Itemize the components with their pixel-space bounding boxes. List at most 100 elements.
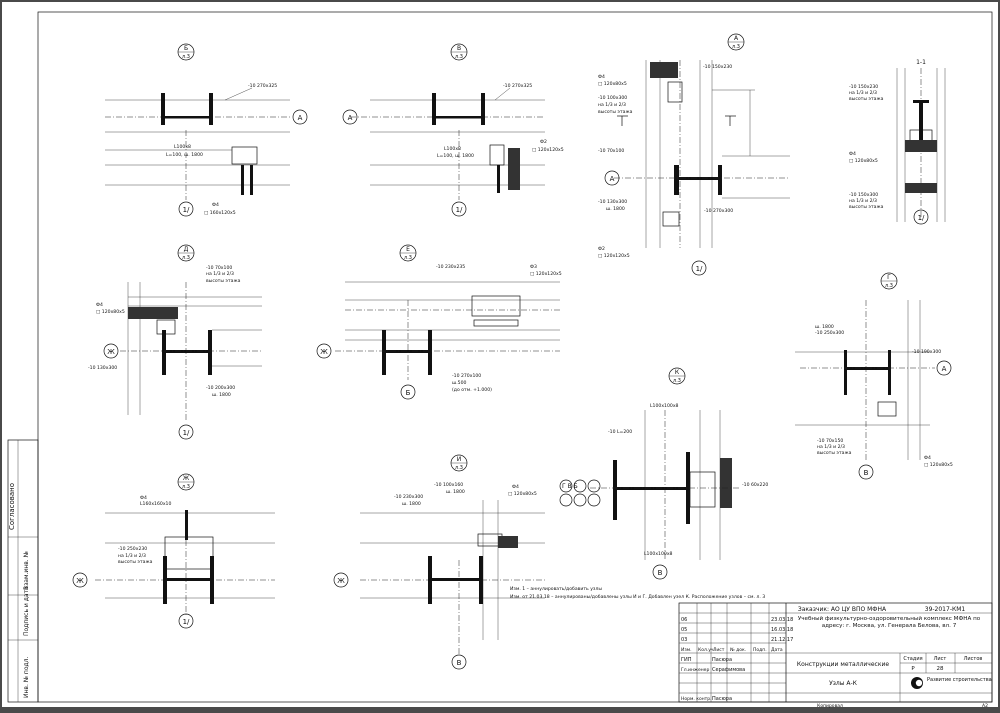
node-v-axis-bottom: 1/ xyxy=(456,206,463,214)
node-d-sheet: л.3 xyxy=(182,255,190,261)
node-e-label-5: (до отм. +1.000) xyxy=(452,387,492,393)
section-1-1-label-6: на 1/3 и 2/3 xyxy=(849,198,877,204)
node-b-label-1: L100х8 xyxy=(174,144,191,150)
node-g-label-3: -10 70х150 xyxy=(817,438,843,444)
node-a-label-0: Ф4 xyxy=(598,74,605,80)
node-b-label-4: □ 160х120х5 xyxy=(204,210,236,216)
company-logo-icon xyxy=(911,677,923,689)
node-k-label-0: L100х100х8 xyxy=(650,403,679,409)
node-k-letter: К xyxy=(675,369,680,376)
node-zh-axis-bottom: 1/ xyxy=(183,618,190,626)
tb-sheet-title: Узлы А-К xyxy=(829,680,858,687)
node-v-label-2: L=100, ш. 1800 xyxy=(437,153,474,159)
tb-col-4: Подп. xyxy=(753,647,767,653)
node-a-axis-left: А xyxy=(610,175,615,183)
side-stamp: Согласовано Взам.инв. № Подпись и дата И… xyxy=(7,439,39,703)
node-a-label-11: □ 120х120х5 xyxy=(598,253,630,259)
node-k: К л.3 Г В Б В L100х100х8 -10 L=200 -10 6… xyxy=(559,367,768,580)
node-b-label-2: L=100, ш. 1800 xyxy=(166,152,203,158)
node-k-label-3: L100х100х8 xyxy=(644,551,673,557)
drawing-frame xyxy=(37,11,993,703)
node-i-sheet: л.3 xyxy=(455,465,463,471)
node-d-letter: Д xyxy=(184,246,189,253)
node-a-sheet: л.3 xyxy=(732,44,740,50)
section-1-1-label-5: -10 150х300 xyxy=(849,192,878,198)
node-d-label-1: на 1/3 и 2/3 xyxy=(206,271,234,277)
node-zh-sheet: л.3 xyxy=(182,484,190,490)
node-d-axis-bottom: 1/ xyxy=(183,429,190,437)
node-zh-label-4: высоты этажа xyxy=(118,560,153,565)
node-g-axis-bottom: В xyxy=(864,469,869,477)
node-g-label-6: Ф4 xyxy=(924,455,931,461)
node-b-sheet: л.3 xyxy=(182,54,190,60)
section-1-1-label-2: высоты этажа xyxy=(849,97,884,102)
tb-col-3: № док. xyxy=(730,647,746,653)
node-a-axis-bottom: 1/ xyxy=(696,265,703,273)
node-i: И л.3 Ж В -10 100х160 ш. 1800 -10 230х30… xyxy=(333,454,545,670)
node-g-label-5: высоты этажа xyxy=(817,451,852,456)
tb-row-2-date: 21.12.17 xyxy=(771,637,793,643)
node-e-axis-bottom: Б xyxy=(406,389,411,397)
node-e-axis-left: Ж xyxy=(320,348,328,356)
node-zh-label-2: -10 250х230 xyxy=(118,546,147,552)
section-1-1-axis-bottom: 1/ xyxy=(918,214,925,222)
node-d-label-2: высоты этажа xyxy=(206,279,241,284)
tb-col-0: Изм. xyxy=(681,647,692,653)
node-zh-label-3: на 1/3 и 2/3 xyxy=(118,553,146,559)
node-v-sheet: л.3 xyxy=(455,54,463,60)
node-zh: Ж л.3 Ж 1/ Ф4 L160х160х10 -10 250х230 на… xyxy=(72,473,275,629)
tb-row-1-date: 16.03.18 xyxy=(771,627,793,633)
node-k-sheet: л.3 xyxy=(673,378,681,384)
node-i-letter: И xyxy=(457,456,462,463)
tb-row-7-name: Пасюра xyxy=(712,696,732,702)
node-a-label-10: Ф2 xyxy=(598,246,605,252)
side-cell-1: Подпись и дата xyxy=(23,586,30,636)
node-zh-label-0: Ф4 xyxy=(140,495,147,501)
node-v-label-0: -10 270х325 xyxy=(503,83,532,89)
tb-project: Учебный физкультурно-оздоровительный ком… xyxy=(797,616,981,629)
node-e-label-2: □ 120х120х5 xyxy=(530,271,562,277)
note-1: Изм. от 21.03.18 – аннулированы/добавлен… xyxy=(510,594,765,600)
node-e-label-3: -10 270х100 xyxy=(452,373,481,379)
side-cell-2: Инв. № подл. xyxy=(23,657,30,698)
node-zh-letter: Ж xyxy=(183,475,190,482)
tb-row-1-role: 05 xyxy=(681,627,687,633)
node-i-label-1: ш. 1800 xyxy=(446,489,465,495)
node-g-label-4: на 1/3 и 2/3 xyxy=(817,444,845,450)
node-e-label-0: -10 230х235 xyxy=(436,264,465,270)
note-0: Изм. 1 – аннулировать/добавить узлы xyxy=(510,586,602,592)
tb-row-5-role: Гл.инженер xyxy=(681,667,709,673)
node-d-label-0: -10 70х100 xyxy=(206,265,232,271)
section-1-1-letter: 1-1 xyxy=(916,59,926,66)
node-e: Е л.3 Ж Б -10 230х235 Ф3 □ 120х120х5 -10… xyxy=(316,244,562,400)
node-a-label-9: -10 270х300 xyxy=(704,208,733,214)
node-g-label-2: -10 190х300 xyxy=(912,349,941,355)
node-d-label-3: Ф4 xyxy=(96,302,103,308)
node-b: Б л.3 1/ А -10 270х325 L100х8 L=100, ш. … xyxy=(105,43,308,217)
tb-row-5-name: Серафимова xyxy=(712,667,745,673)
section-1-1-label-1: на 1/3 и 2/3 xyxy=(849,90,877,96)
node-i-axis-left: Ж xyxy=(337,577,345,585)
node-e-letter: Е xyxy=(406,246,410,253)
node-i-label-2: -10 230х300 xyxy=(394,494,423,500)
section-1-1: 1-1 1/ -10 150х230 на 1/3 и 2/3 высоты э… xyxy=(849,59,946,225)
tb-row-4-name: Пасюра xyxy=(712,657,732,663)
tb-stage: Р xyxy=(911,666,915,672)
node-b-axis-bottom: 1/ xyxy=(183,206,190,214)
node-i-axis-bottom: В xyxy=(457,659,462,667)
tb-row-0-role: 06 xyxy=(681,617,687,623)
tb-sheet-head: Лист xyxy=(934,656,947,662)
node-g: Г л.3 А В ш. 1800 -10 250х300 -10 190х30… xyxy=(795,272,953,480)
node-a: А л.3 А 1/ Ф4 □ 120х80х5 -10 100х300 на … xyxy=(598,33,790,276)
tb-sheets-head: Листов xyxy=(964,656,983,662)
node-g-axis-right: А xyxy=(942,365,947,373)
tb-company: Развитие строительства xyxy=(927,677,992,683)
node-a-label-3: на 1/3 и 2/3 xyxy=(598,102,626,108)
node-b-axis-right: А xyxy=(298,114,303,122)
tb-sheet: 28 xyxy=(937,666,944,672)
node-d-axis-left: Ж xyxy=(107,348,115,356)
node-d-label-4: □ 120х80х5 xyxy=(96,309,125,315)
